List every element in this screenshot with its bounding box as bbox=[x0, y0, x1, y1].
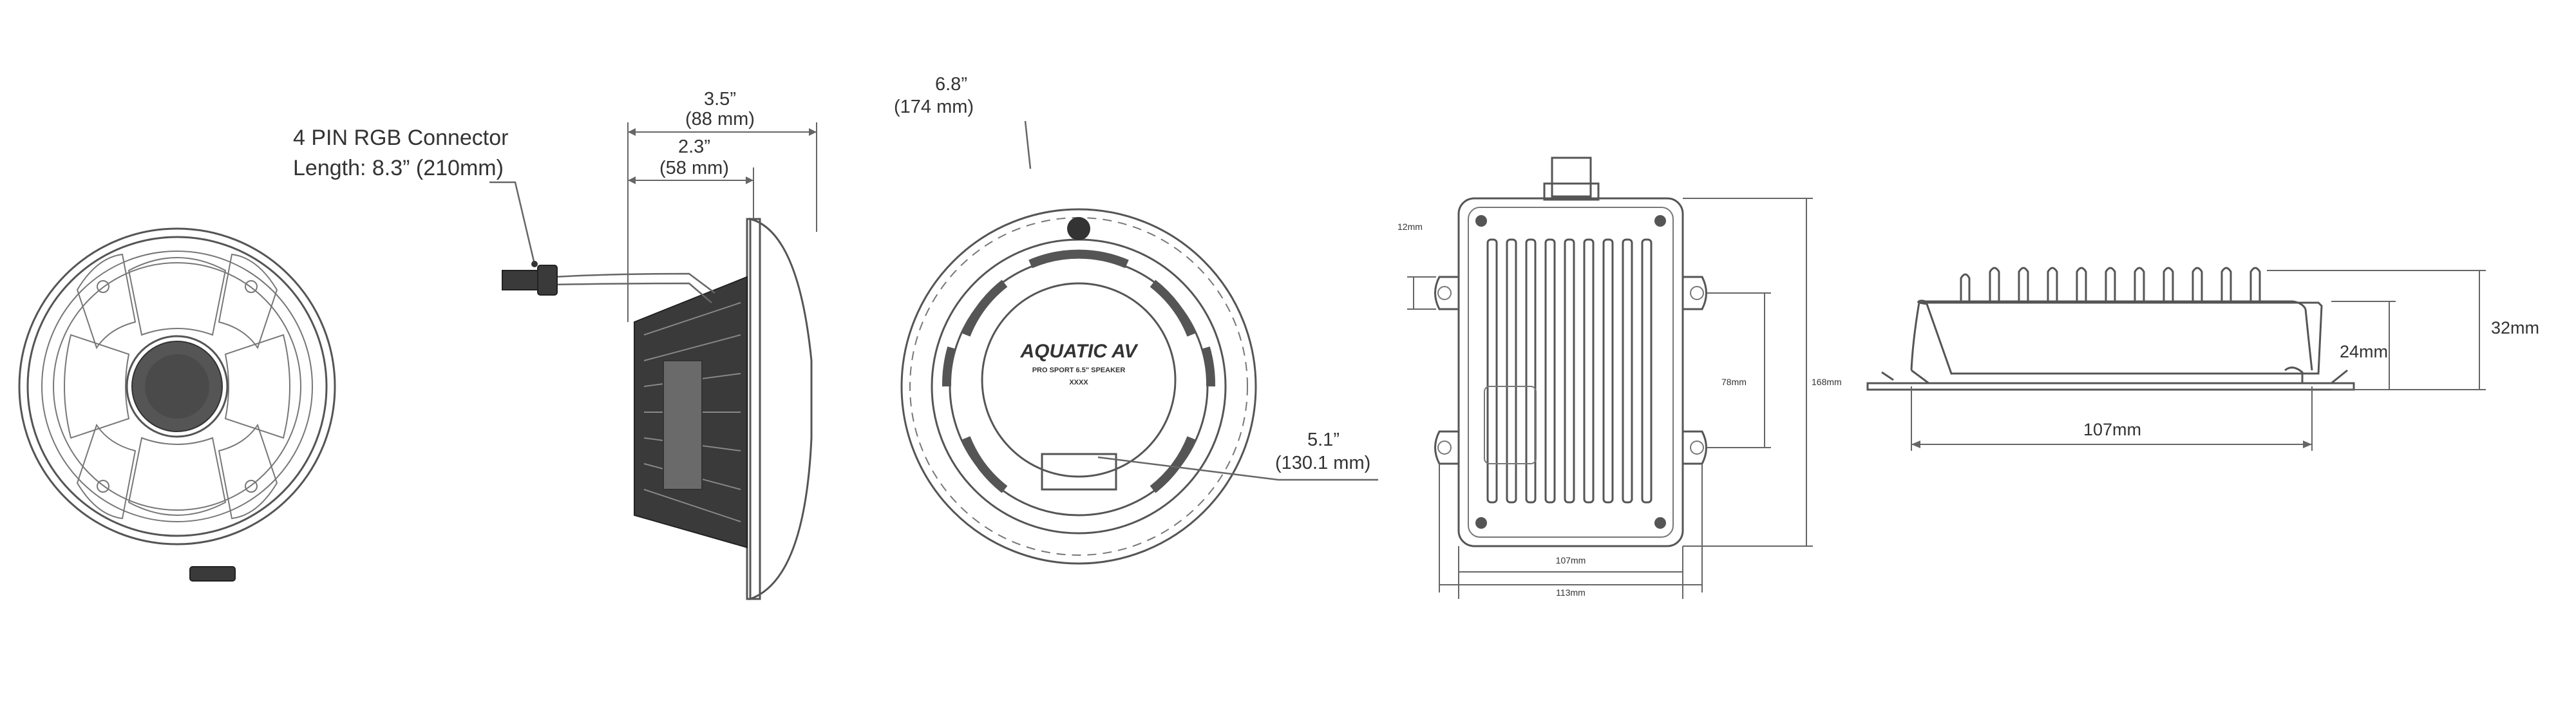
cutout-diameter-mm-label: (130.1 mm) bbox=[1275, 453, 1370, 473]
connector-length-label: Length: 8.3” (210mm) bbox=[293, 156, 504, 180]
hole-spacing-small-label: 12mm bbox=[1397, 222, 1423, 232]
overall-height-label: 168mm bbox=[1812, 377, 1842, 387]
cutout-diameter-label: 5.1” bbox=[1307, 430, 1340, 450]
hole-spacing-vertical-label: 78mm bbox=[1721, 377, 1747, 387]
depth-overall-label: 3.5” bbox=[704, 89, 736, 109]
speaker-front-view bbox=[18, 227, 336, 582]
inner-width-label: 107mm bbox=[1556, 555, 1586, 565]
speaker-rear-view: AQUATIC AV PRO SPORT 6.5" SPEAKER XXXX 6… bbox=[894, 74, 1378, 565]
model-text: PRO SPORT 6.5" SPEAKER bbox=[1032, 366, 1126, 374]
model-code-text: XXXX bbox=[1069, 379, 1088, 386]
brand-logo-text: AQUATIC AV bbox=[1019, 341, 1139, 362]
length-label: 107mm bbox=[2083, 420, 2141, 439]
amplifier-top-view: 12mm 78mm 168mm 107mm 113mm bbox=[1397, 156, 1842, 599]
outer-diameter-label: 6.8” bbox=[935, 74, 967, 95]
speaker-side-view: 4 PIN RGB Connector Length: 8.3” (210mm)… bbox=[293, 89, 817, 601]
depth-mount-label: 2.3” bbox=[678, 137, 710, 157]
depth-overall-mm-label: (88 mm) bbox=[685, 109, 755, 129]
body-height-label: 24mm bbox=[2340, 342, 2388, 361]
amplifier-side-view: 24mm 32mm 107mm bbox=[1866, 267, 2539, 451]
depth-mount-mm-label: (58 mm) bbox=[659, 158, 729, 178]
overall-height-label: 32mm bbox=[2491, 318, 2539, 337]
outer-diameter-mm-label: (174 mm) bbox=[894, 97, 974, 117]
connector-label: 4 PIN RGB Connector bbox=[293, 126, 508, 150]
overall-width-label: 113mm bbox=[1556, 587, 1586, 598]
